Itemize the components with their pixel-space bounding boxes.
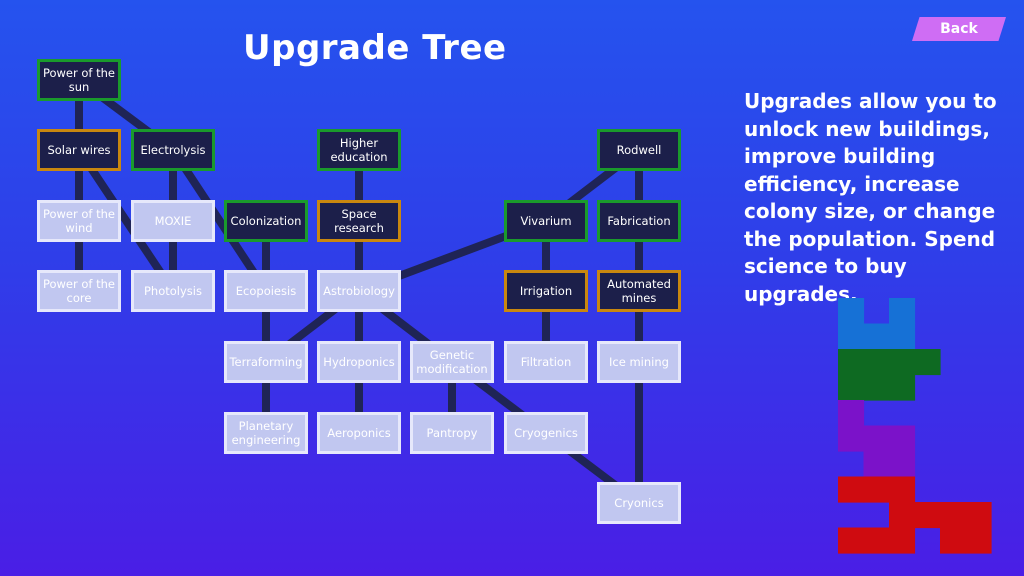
upgrade-node-power-of-the-core[interactable]: Power of the core [37,270,121,312]
red-piece-block [863,527,890,554]
upgrade-node-terraforming[interactable]: Terraforming [224,341,308,383]
back-button[interactable]: Back [912,17,1006,41]
green-piece-block [838,374,865,401]
red-piece [838,476,992,554]
green-piece-block [838,349,865,376]
green-piece-block [863,374,890,401]
purple-piece-block [863,425,890,452]
page-title: Upgrade Tree [243,28,507,68]
red-piece-block [838,527,865,554]
purple-piece-block [863,451,890,478]
upgrade-node-irrigation[interactable]: Irrigation [504,270,588,312]
blue-piece-block [838,298,865,325]
green-piece-block [889,349,916,376]
purple-piece-block [838,400,865,427]
purple-piece-block [838,425,865,452]
upgrade-node-ice-mining[interactable]: Ice mining [597,341,681,383]
upgrade-node-planetary-engineering[interactable]: Planetary engineering [224,412,308,454]
upgrade-node-pantropy[interactable]: Pantropy [410,412,494,454]
purple-piece [838,400,916,478]
upgrade-node-higher-education[interactable]: Higher education [317,129,401,171]
purple-piece-block [889,425,916,452]
upgrade-node-cryonics[interactable]: Cryonics [597,482,681,524]
upgrade-node-ecopoiesis[interactable]: Ecopoiesis [224,270,308,312]
green-piece-block [863,349,890,376]
red-piece-block [914,502,941,529]
upgrade-node-automated-mines[interactable]: Automated mines [597,270,681,312]
upgrade-node-solar-wires[interactable]: Solar wires [37,129,121,171]
green-piece-block [914,349,941,376]
red-piece-block [965,502,992,529]
red-piece-block [940,527,967,554]
red-piece-block [863,476,890,503]
red-piece-block [940,502,967,529]
green-piece [838,349,941,401]
upgrade-node-aeroponics[interactable]: Aeroponics [317,412,401,454]
tetromino-pieces [838,298,992,554]
blue-piece [838,298,916,350]
upgrade-node-power-of-the-sun[interactable]: Power of the sun [37,59,121,101]
upgrade-node-fabrication[interactable]: Fabrication [597,200,681,242]
upgrade-node-space-research[interactable]: Space research [317,200,401,242]
upgrade-node-vivarium[interactable]: Vivarium [504,200,588,242]
green-piece-block [889,374,916,401]
upgrade-node-rodwell[interactable]: Rodwell [597,129,681,171]
red-piece-block [838,476,865,503]
blue-piece-block [889,298,916,325]
upgrade-node-photolysis[interactable]: Photolysis [131,270,215,312]
purple-piece-block [889,451,916,478]
red-piece-block [889,527,916,554]
upgrade-description: Upgrades allow you to unlock new buildin… [744,89,997,306]
upgrade-node-moxie[interactable]: MOXIE [131,200,215,242]
upgrade-node-electrolysis[interactable]: Electrolysis [131,129,215,171]
blue-piece-block [838,323,865,350]
upgrade-node-filtration[interactable]: Filtration [504,341,588,383]
upgrade-node-hydroponics[interactable]: Hydroponics [317,341,401,383]
upgrade-node-power-of-the-wind[interactable]: Power of the wind [37,200,121,242]
upgrade-node-cryogenics[interactable]: Cryogenics [504,412,588,454]
link-solar-wires-to-photolysis [75,147,177,294]
upgrade-node-astrobiology[interactable]: Astrobiology [317,270,401,312]
upgrade-node-genetic-modification[interactable]: Genetic modification [410,341,494,383]
red-piece-block [889,502,916,529]
link-electrolysis-to-ecopoiesis [169,147,270,294]
blue-piece-block [889,323,916,350]
red-piece-block [965,527,992,554]
upgrade-node-colonization[interactable]: Colonization [224,200,308,242]
red-piece-block [889,476,916,503]
blue-piece-block [863,323,890,350]
